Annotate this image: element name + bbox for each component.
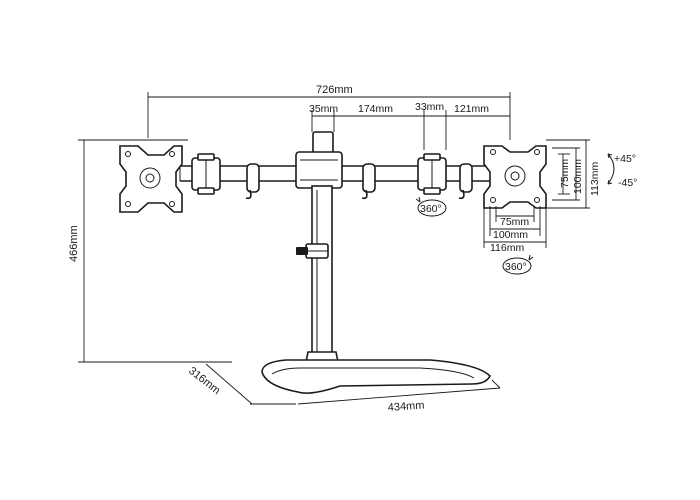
stand-base <box>261 359 491 394</box>
height-dimension: 466mm <box>68 139 232 363</box>
arm-35-label: 35mm <box>309 103 338 115</box>
base-width-dimension: 434mm <box>297 379 501 414</box>
tilt-indicator: +45° -45° <box>607 153 637 189</box>
vesa-vertical-dimensions: 75mm 100mm 113mm <box>546 139 601 209</box>
plate-113-vertical-label: 113mm <box>589 162 601 196</box>
left-vesa-plate <box>119 145 183 213</box>
vesa-100-vertical-label: 100mm <box>572 159 584 194</box>
arm-174-label: 174mm <box>358 103 393 115</box>
plate-116-horizontal-label: 116mm <box>490 242 524 254</box>
tilt-down-label: -45° <box>618 177 637 189</box>
base-width-label: 434mm <box>387 399 424 414</box>
vesa-100-horizontal-label: 100mm <box>493 229 528 241</box>
arm-121-label: 121mm <box>454 103 489 115</box>
vesa-horizontal-dimensions: 75mm 100mm 116mm <box>483 206 547 254</box>
vesa-75-vertical-label: 75mm <box>559 159 571 188</box>
right-vesa-plate <box>483 145 547 209</box>
arm-rotation-label: 360° <box>420 203 442 215</box>
base-depth-label: 316mm <box>186 365 222 397</box>
height-label: 466mm <box>68 225 80 262</box>
tilt-up-label: +45° <box>614 153 636 165</box>
arm-rotation-indicator: 360° <box>415 196 447 217</box>
arm-33-label: 33mm <box>415 101 444 113</box>
center-pole <box>295 131 343 363</box>
overall-width-dimension: 726mm <box>147 84 511 140</box>
vesa-75-horizontal-label: 75mm <box>500 216 529 228</box>
head-rotation-indicator: 360° <box>502 254 534 275</box>
overall-width-label: 726mm <box>316 84 353 96</box>
arm-segment-dimensions: 35mm 174mm 33mm 121mm <box>309 101 510 150</box>
head-rotation-label: 360° <box>505 261 527 273</box>
